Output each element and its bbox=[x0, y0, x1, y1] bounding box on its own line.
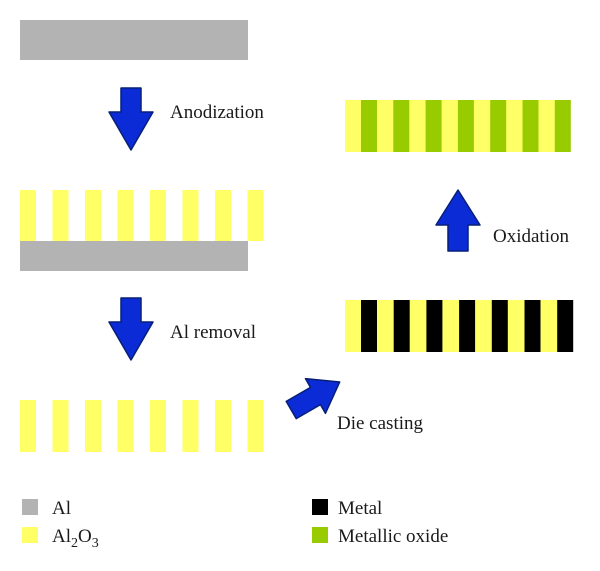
oxide-rod bbox=[361, 100, 377, 152]
al2o3-sub-2: 2 bbox=[71, 536, 78, 551]
alumina-column bbox=[182, 190, 199, 241]
anodization-label: Anodization bbox=[170, 102, 264, 123]
alumina-template bbox=[20, 400, 264, 452]
legend-label-al2o3: Al2O3 bbox=[52, 526, 99, 551]
al2o3-sub-3: 3 bbox=[92, 536, 99, 551]
oxide-filled-template bbox=[345, 100, 571, 152]
al-substrate bbox=[20, 20, 248, 60]
legend-swatch-al bbox=[22, 499, 38, 515]
alumina-column bbox=[117, 190, 134, 241]
metal-filled-template bbox=[345, 300, 574, 352]
alumina-column bbox=[150, 400, 166, 452]
alumina-column bbox=[20, 400, 36, 452]
al-removal-label: Al removal bbox=[170, 322, 256, 343]
alumina-column bbox=[52, 190, 69, 241]
metal-rod bbox=[393, 300, 410, 352]
alumina-column bbox=[85, 190, 101, 241]
oxide-rod bbox=[393, 100, 410, 152]
alumina-column bbox=[20, 190, 36, 241]
alumina-column bbox=[52, 400, 69, 452]
alumina-column bbox=[182, 400, 199, 452]
alumina-column bbox=[150, 190, 166, 241]
oxide-rod bbox=[457, 100, 474, 152]
metal-rod bbox=[459, 300, 476, 352]
legend-swatch-al2o3 bbox=[22, 527, 38, 543]
oxide-rod bbox=[554, 100, 571, 152]
alumina-column bbox=[215, 400, 231, 452]
metallic-oxide-nanorods bbox=[361, 100, 571, 152]
al2o3-al: Al bbox=[52, 526, 71, 547]
metal-rod bbox=[426, 300, 443, 352]
oxide-rod bbox=[425, 100, 442, 152]
diagonal-arrow-icon bbox=[285, 377, 341, 420]
legend-label-al: Al bbox=[52, 498, 71, 519]
legend-swatch-metal bbox=[312, 499, 328, 515]
legend-swatch-metallic-oxide bbox=[312, 527, 328, 543]
die-casting-label: Die casting bbox=[337, 413, 424, 434]
down-arrow-icon bbox=[108, 87, 154, 151]
down-arrow-icon bbox=[108, 297, 154, 361]
al2o3-o: O bbox=[78, 526, 92, 547]
oxide-rod bbox=[522, 100, 539, 152]
metal-rod bbox=[361, 300, 377, 352]
alumina-column bbox=[247, 190, 264, 241]
legend: Al Al2O3 Metal Metallic oxide bbox=[22, 498, 448, 551]
up-arrow-icon bbox=[435, 189, 481, 252]
metal-rod bbox=[524, 300, 541, 352]
al-substrate-base bbox=[20, 241, 248, 271]
anodized-layer bbox=[20, 190, 264, 271]
metal-rod bbox=[557, 300, 574, 352]
alumina-column bbox=[117, 400, 134, 452]
alumina-column bbox=[247, 400, 264, 452]
alumina-column bbox=[215, 190, 231, 241]
legend-label-metallic-oxide: Metallic oxide bbox=[338, 526, 448, 547]
legend-label-metal: Metal bbox=[338, 498, 382, 519]
alumina-column bbox=[85, 400, 101, 452]
alumina-pores bbox=[20, 190, 264, 241]
oxidation-label: Oxidation bbox=[493, 226, 569, 247]
metal-rod bbox=[491, 300, 508, 352]
oxide-rod bbox=[490, 100, 507, 152]
metal-nanorods bbox=[361, 300, 574, 352]
